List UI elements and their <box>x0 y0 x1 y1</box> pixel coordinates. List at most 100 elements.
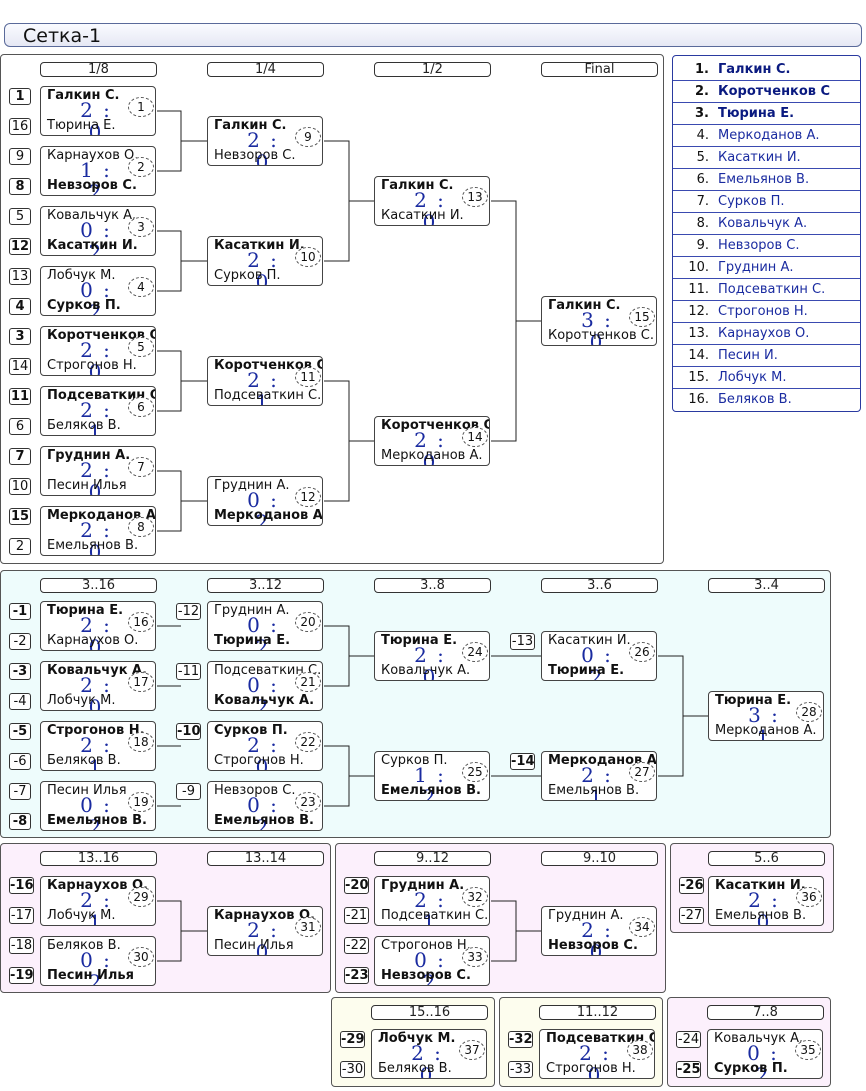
stage-header: 3..4 <box>708 578 825 593</box>
seed-box: -9 <box>176 783 201 800</box>
match-number-badge: 29 <box>128 887 154 907</box>
match-player-top: Тюрина Е. <box>381 633 458 648</box>
ranking-player-name[interactable]: Сурков П. <box>718 194 785 209</box>
ranking-player-name[interactable]: Песин И. <box>718 348 778 363</box>
ranking-place: 15. <box>688 370 709 385</box>
ranking-player-name[interactable]: Касаткин И. <box>718 150 801 165</box>
match-player-top: Подсеваткин С <box>546 1031 655 1046</box>
match-player-bottom: Невзоров С. <box>47 178 137 193</box>
ranking-place: 16. <box>688 392 709 407</box>
match-number-badge: 19 <box>128 792 154 812</box>
match-number-badge: 5 <box>128 337 154 357</box>
stage-header: Final <box>541 62 658 77</box>
match-player-bottom: Меркоданов А. <box>381 448 483 463</box>
match-number-badge: 27 <box>629 762 655 782</box>
match-player-bottom: Невзоров С. <box>381 968 471 983</box>
seed-box: 3 <box>9 328 31 345</box>
ranking-player-name[interactable]: Галкин С. <box>718 62 791 77</box>
match-number-badge: 14 <box>462 427 488 447</box>
match-player-bottom: Меркоданов А <box>214 508 323 523</box>
match-number-badge: 21 <box>295 672 321 692</box>
ranking-place: 14. <box>688 348 709 363</box>
ranking-player-name[interactable]: Подсеваткин С. <box>718 282 826 297</box>
match-player-bottom: Беляков В. <box>47 418 121 433</box>
match-score: 2 : 0 <box>411 1041 443 1079</box>
ranking-player-name[interactable]: Тюрина Е. <box>718 106 795 121</box>
stage-header: 3..8 <box>374 578 491 593</box>
match-score: 0 : 2 <box>247 613 279 651</box>
seed-box: 1 <box>9 88 31 105</box>
ranking-player-name[interactable]: Груднин А. <box>718 260 794 275</box>
match-player-bottom: Касаткин И. <box>47 238 138 253</box>
match-player-bottom: Невзоров С. <box>214 148 296 163</box>
match-player-bottom: Строгонов Н. <box>214 753 304 768</box>
ranking-player-name[interactable]: Строгонов Н. <box>718 304 808 319</box>
seed-box: -1 <box>9 603 31 620</box>
ranking-player-name[interactable]: Емельянов В. <box>718 172 810 187</box>
ranking-player-name[interactable]: Лобчук М. <box>718 370 787 385</box>
match-player-bottom: Тюрина Е. <box>214 633 291 648</box>
match-player-top: Ковальчук А. <box>47 663 148 678</box>
ranking-player-name[interactable]: Беляков В. <box>718 392 792 407</box>
stage-header: 3..16 <box>40 578 157 593</box>
ranking-player-name[interactable]: Ковальчук А. <box>718 216 808 231</box>
ranking-player-name[interactable]: Невзоров С. <box>718 238 800 253</box>
match-player-top: Коротченков С <box>214 358 323 373</box>
ranking-place: 10. <box>688 260 709 275</box>
ranking-player-name[interactable]: Коротченков С <box>718 84 831 99</box>
match-player-top: Сурков П. <box>381 753 448 768</box>
ranking-player-name[interactable]: Карнаухов О. <box>718 326 810 341</box>
match-score: 2 : 0 <box>80 673 112 711</box>
match-player-bottom: Песин Илья <box>47 968 134 983</box>
ranking-place: 13. <box>688 326 709 341</box>
ranking-player-name[interactable]: Меркоданов А. <box>718 128 820 143</box>
match-number-badge: 38 <box>627 1040 653 1060</box>
match-score: 2 : 0 <box>581 918 613 956</box>
match-number-badge: 35 <box>795 1040 821 1060</box>
seed-box: -33 <box>508 1061 533 1078</box>
match-score: 2 : 0 <box>80 338 112 376</box>
seed-box: -5 <box>9 723 31 740</box>
match-player-bottom: Лобчук М. <box>47 908 116 923</box>
match-player-bottom: Песин Илья <box>214 938 294 953</box>
match-number-badge: 13 <box>462 187 488 207</box>
